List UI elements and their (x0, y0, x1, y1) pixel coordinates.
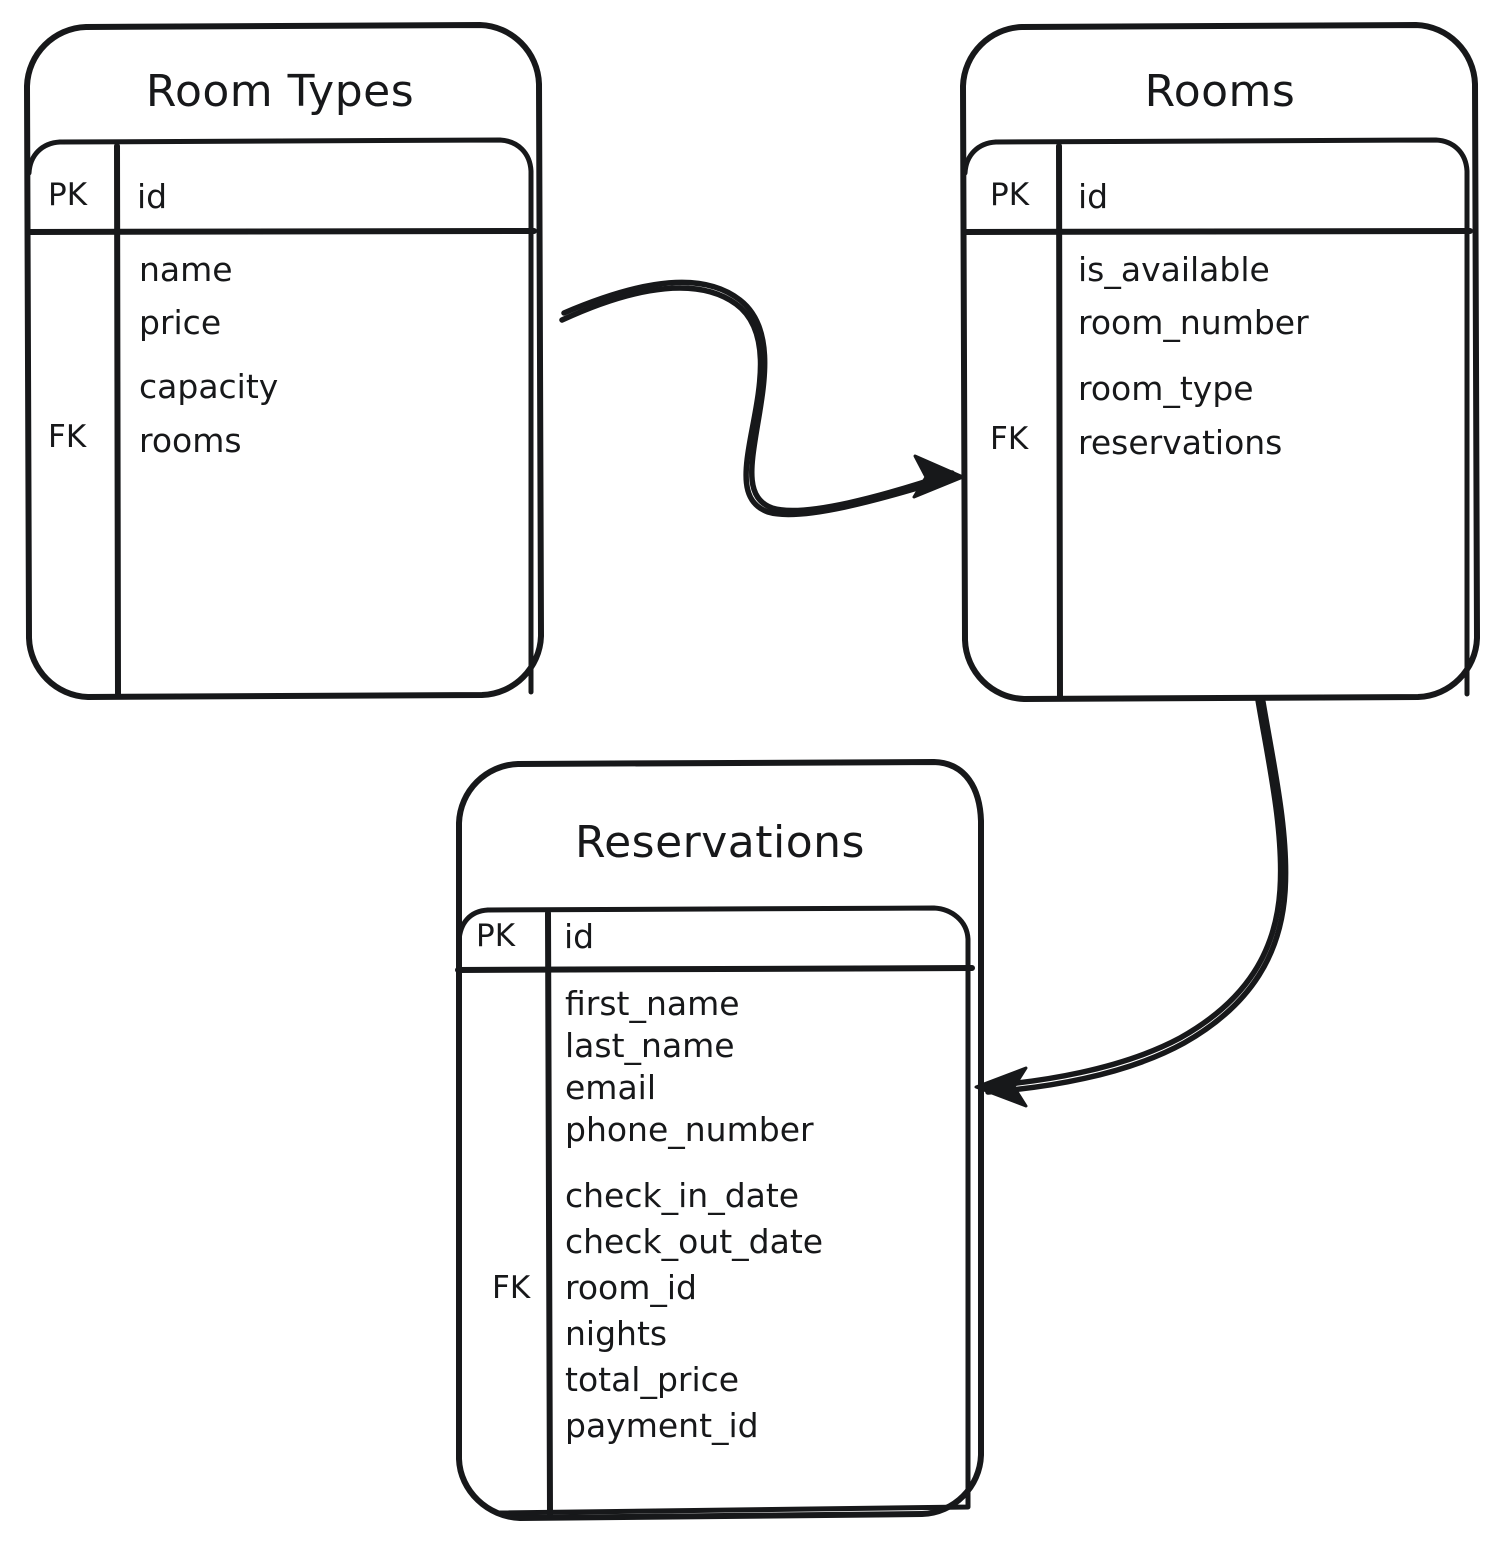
entity-rooms-title: Rooms (1144, 66, 1296, 117)
reservations-attr-last-name: last_name (565, 1026, 735, 1065)
reservations-attr-check-out-date: check_out_date (565, 1222, 824, 1261)
entity-room-types-title: Room Types (145, 66, 415, 117)
room-types-pk-label: PK (48, 177, 88, 213)
rooms-fk-label: FK (990, 421, 1029, 457)
rooms-attr-is-available: is_available (1078, 250, 1270, 289)
reservations-fk-label: FK (492, 1270, 531, 1306)
rooms-pk-label: PK (990, 177, 1030, 213)
room-types-pk-field: id (137, 177, 168, 216)
reservations-attr-email: email (565, 1068, 657, 1107)
arrowhead-to-rooms (912, 454, 965, 499)
reservations-pk-field: id (564, 917, 595, 956)
room-types-fk-label: FK (48, 419, 87, 455)
reservations-attr-check-in-date: check_in_date (565, 1176, 800, 1215)
room-types-attr-price: price (139, 303, 222, 342)
entity-room-types-frame (24, 22, 544, 700)
rooms-attr-reservations: reservations (1078, 423, 1283, 462)
room-types-attr-rooms: rooms (139, 421, 242, 460)
reservations-attr-nights: nights (565, 1314, 668, 1353)
entity-reservations-frame (455, 759, 984, 1521)
reservations-attr-payment-id: payment_id (565, 1406, 759, 1445)
entity-reservations[interactable]: Reservations PK id first_name last_name … (440, 755, 1000, 1535)
reservations-attr-total-price: total_price (565, 1360, 740, 1399)
reservations-attr-phone-number: phone_number (565, 1110, 814, 1149)
reservations-pk-label: PK (476, 918, 516, 954)
reservations-attr-first-name: first_name (565, 984, 740, 1023)
rooms-pk-field: id (1078, 177, 1109, 216)
arrowhead-to-reservations (974, 1066, 1028, 1108)
entity-rooms[interactable]: Rooms PK id is_available room_number roo… (940, 0, 1500, 720)
entity-reservations-title: Reservations (575, 817, 865, 868)
reservations-attr-room-id: room_id (565, 1268, 697, 1307)
rooms-attr-room-type: room_type (1078, 369, 1254, 408)
room-types-attr-name: name (139, 250, 233, 289)
relationship-room-types-to-rooms[interactable] (559, 279, 965, 518)
entity-rooms-frame (960, 22, 1480, 702)
entity-room-types[interactable]: Room Types PK id name price capacity FK … (0, 0, 560, 720)
room-types-attr-capacity: capacity (139, 367, 279, 406)
relationship-rooms-to-reservations[interactable] (974, 697, 1289, 1108)
rooms-attr-room-number: room_number (1078, 303, 1309, 342)
